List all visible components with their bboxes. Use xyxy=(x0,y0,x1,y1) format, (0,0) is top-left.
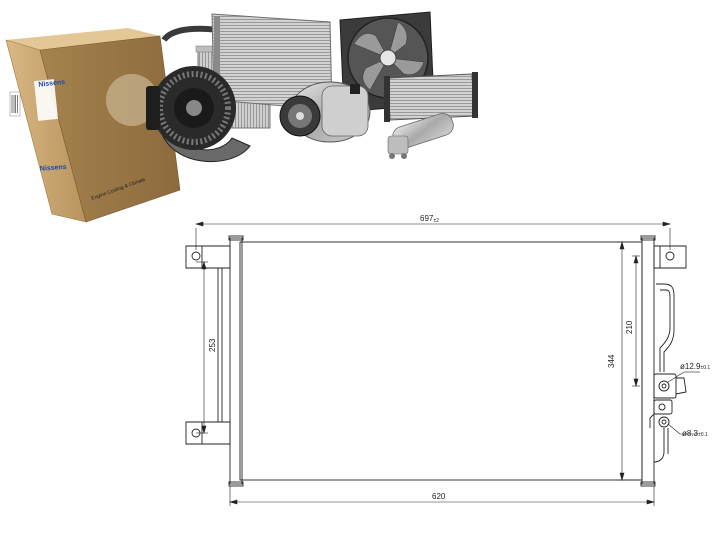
left-header-tank xyxy=(229,237,243,485)
dim-height-port: 210 xyxy=(625,320,634,334)
right-upper-bracket xyxy=(653,245,687,269)
cardboard-box: Nissens Nissens Engine Cooling & Climate xyxy=(5,28,181,223)
refrigerant-pipe xyxy=(656,283,675,372)
dimension-lines xyxy=(194,221,700,506)
inlet-port-block xyxy=(653,373,687,399)
callout-port-1: ø12.9±0.1 xyxy=(680,362,710,371)
receiver-drier-image xyxy=(387,113,454,159)
blower-motor-image xyxy=(146,66,251,163)
ac-compressor-image xyxy=(279,81,371,143)
callout-port-2: ø8.3±0.1 xyxy=(682,429,708,438)
dim-height-mount: 253 xyxy=(208,338,217,352)
dim-width-core: 620 xyxy=(432,492,446,501)
outlet-port-block xyxy=(649,399,673,428)
dim-height-core: 344 xyxy=(607,354,616,368)
heater-core-image xyxy=(384,72,478,122)
left-upper-bracket xyxy=(185,245,231,269)
barcode-label xyxy=(9,91,21,117)
right-header-tank xyxy=(641,237,655,485)
box-brand-logo-lower: Nissens xyxy=(40,164,67,173)
outlet-fitting xyxy=(653,416,670,463)
dim-width-total: 697±2 xyxy=(420,214,439,224)
condenser-core-outline xyxy=(239,241,643,481)
box-brand-logo: Nissens xyxy=(38,79,66,89)
box-emblem xyxy=(106,74,158,126)
